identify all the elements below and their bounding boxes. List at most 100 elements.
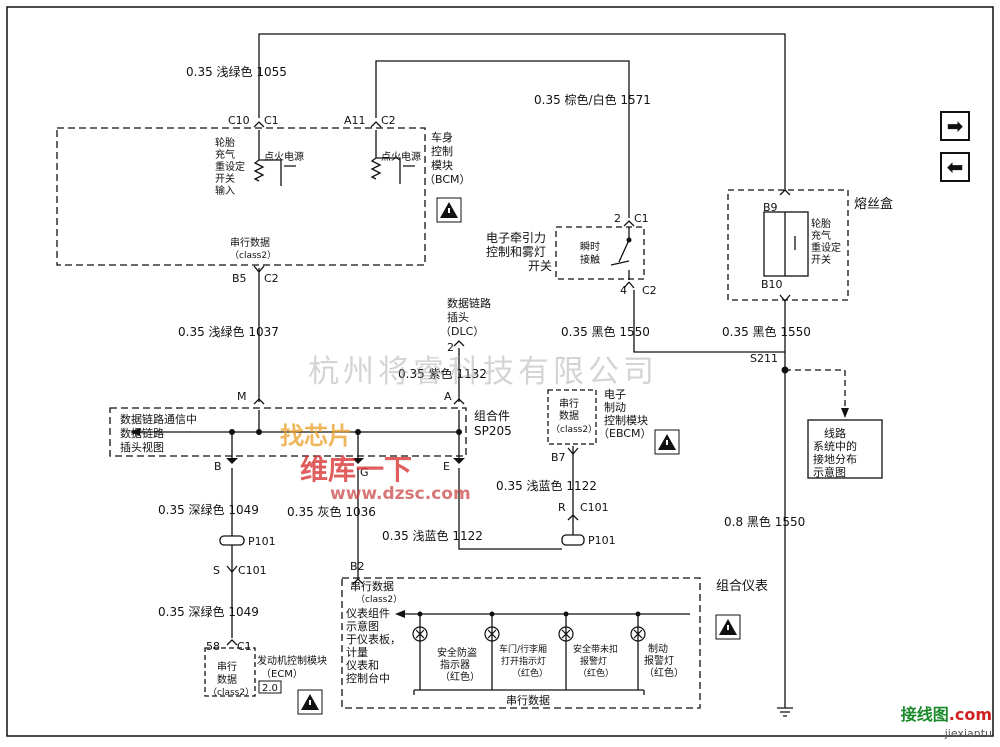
lamp-4-line-1: 制动 bbox=[648, 642, 668, 655]
pin-c1-traction: C1 bbox=[634, 212, 649, 225]
sp205-inner-3: 插头视图 bbox=[120, 440, 164, 454]
wire-ground-ref bbox=[785, 369, 846, 408]
pin-2-dlc: 2 bbox=[447, 341, 454, 354]
pin-r: R bbox=[558, 501, 566, 514]
wire-label-1037: 0.35 浅绿色 1037 bbox=[178, 324, 279, 339]
lamp-4-line-3: （红色） bbox=[644, 666, 684, 679]
pin-c2-traction: C2 bbox=[642, 284, 657, 297]
bcm-ign-2: 点火电源 bbox=[381, 150, 421, 163]
p101-ebcm bbox=[561, 534, 585, 546]
traction-label-3: 开关 bbox=[528, 259, 552, 273]
fuse-inner-2: 充气 bbox=[811, 229, 831, 242]
wire-1122 bbox=[458, 468, 562, 550]
sp205-title-2: SP205 bbox=[474, 424, 512, 438]
cluster-note-3: 于仪表板， bbox=[346, 632, 401, 646]
p101-upper bbox=[219, 535, 245, 546]
ecm-title: 发动机控制模块 bbox=[257, 654, 327, 667]
fuse-box-title: 熔丝盒 bbox=[854, 196, 893, 212]
wire-label-1122-a: 0.35 浅蓝色 1122 bbox=[496, 479, 597, 493]
bcm-tire-4: 开关 bbox=[215, 172, 235, 185]
wire-1571 bbox=[375, 60, 630, 218]
lamp-3-line-1: 安全带未扣 bbox=[573, 643, 618, 655]
wire-label-1055: 0.35 浅绿色 1055 bbox=[186, 64, 287, 79]
cluster-note-5: 仪表和 bbox=[346, 658, 379, 672]
cluster-box bbox=[341, 577, 701, 709]
ecm-inner-1: 串行 bbox=[217, 660, 237, 673]
bcm-tire-2: 充气 bbox=[215, 148, 235, 161]
forward-arrow-button[interactable]: ➡ bbox=[940, 111, 970, 141]
pin-b7: B7 bbox=[551, 451, 566, 464]
wire-label-1132: 0.35 紫色 1132 bbox=[398, 367, 487, 381]
wire-label-1122-b: 0.35 浅蓝色 1122 bbox=[382, 529, 483, 543]
bcm-tire-5: 输入 bbox=[215, 184, 235, 197]
bcm-serial-class: （class2） bbox=[230, 250, 276, 261]
dlc-label-3: （DLC） bbox=[440, 325, 484, 338]
lamp-icons bbox=[412, 626, 646, 642]
wire-label-1550-a: 0.35 黑色 1550 bbox=[561, 325, 650, 339]
ebcm-title-1: 电子 bbox=[604, 388, 626, 401]
ground-ref-4: 示意图 bbox=[813, 465, 846, 479]
pin-c10: C10 bbox=[228, 114, 250, 127]
back-arrow-button[interactable]: ⬅ bbox=[940, 152, 970, 182]
pin-a: A bbox=[444, 390, 452, 403]
bcm-ign-1: 点火电源 bbox=[264, 150, 304, 163]
cluster-serial: 串行数据 bbox=[350, 579, 394, 593]
fuse-switch bbox=[763, 211, 809, 277]
ground-symbol bbox=[777, 700, 793, 717]
fuse-inner-4: 开关 bbox=[811, 253, 831, 266]
pin-a11: A11 bbox=[344, 114, 366, 127]
ground-ref-2: 系统中的 bbox=[813, 439, 857, 453]
bcm-tire-3: 重设定 bbox=[215, 160, 245, 173]
connector-p101-ebcm: P101 bbox=[588, 534, 616, 547]
ebcm-title-2: 制动 bbox=[604, 401, 626, 414]
arrow-left-icon: ⬅ bbox=[946, 155, 964, 179]
pin-c2-bcm: C2 bbox=[381, 114, 396, 127]
traction-inner-2: 接触 bbox=[580, 253, 600, 266]
connector-p101: P101 bbox=[248, 535, 276, 548]
bcm-serial: 串行数据 bbox=[230, 236, 270, 249]
pin-58: 58 bbox=[206, 640, 220, 653]
lamp-1-line-1: 安全防盗 bbox=[437, 646, 477, 659]
pin-s: S bbox=[213, 564, 220, 577]
wire-label-1550-b: 0.35 黑色 1550 bbox=[722, 325, 811, 339]
pin-b9: B9 bbox=[763, 201, 778, 214]
bcm-module bbox=[56, 127, 426, 266]
lamp-2-line-2: 打开指示灯 bbox=[501, 655, 546, 667]
esd-icons bbox=[297, 197, 741, 715]
cluster-title: 组合仪表 bbox=[716, 579, 768, 594]
ebcm-inner-3: （class2） bbox=[551, 424, 597, 435]
ecm-version: 2.0 bbox=[262, 683, 278, 694]
lamp-2-line-3: （红色） bbox=[512, 667, 548, 679]
traction-label-2: 控制和雾灯 bbox=[486, 245, 546, 259]
cluster-bus bbox=[405, 613, 690, 695]
ecm-inner-2: 数据 bbox=[217, 673, 237, 686]
traction-switch-box bbox=[555, 226, 645, 280]
cluster-note-6: 控制台中 bbox=[346, 671, 390, 685]
bcm-tire-1: 轮胎 bbox=[215, 136, 235, 149]
traction-switch-contact bbox=[610, 227, 630, 280]
corner-url: jiexiantu bbox=[944, 727, 992, 740]
wire-label-1036: 0.35 灰色 1036 bbox=[287, 505, 376, 519]
pin-c1-bcm: C1 bbox=[264, 114, 279, 127]
ebcm-title-3: 控制模块 bbox=[604, 413, 648, 427]
cluster-note-1: 仪表组件 bbox=[346, 606, 390, 620]
ebcm-title-4: （EBCM） bbox=[598, 427, 651, 440]
lamp-2-line-1: 车门/行李厢 bbox=[499, 643, 547, 655]
cluster-serial-class: （class2） bbox=[356, 594, 402, 605]
ground-ref-box bbox=[807, 419, 883, 479]
pin-b5: B5 bbox=[232, 272, 247, 285]
arrow-right-icon: ➡ bbox=[946, 114, 964, 138]
pin-b: B bbox=[214, 460, 222, 473]
sp205-title-1: 组合件 bbox=[474, 408, 510, 423]
splice-s211 bbox=[781, 366, 789, 374]
traction-label-1: 电子牵引力 bbox=[486, 231, 546, 245]
ecm-box bbox=[204, 647, 256, 697]
pin-e: E bbox=[443, 460, 450, 473]
wire-label-1049-b: 0.35 深绿色 1049 bbox=[158, 604, 259, 619]
fuse-inner-1: 轮胎 bbox=[811, 217, 831, 230]
bcm-title-2: 控制 bbox=[431, 144, 453, 158]
fuse-inner-3: 重设定 bbox=[811, 241, 841, 254]
cluster-note-4: 计量 bbox=[346, 646, 368, 659]
lamp-1-line-2: 指示器 bbox=[440, 658, 470, 671]
